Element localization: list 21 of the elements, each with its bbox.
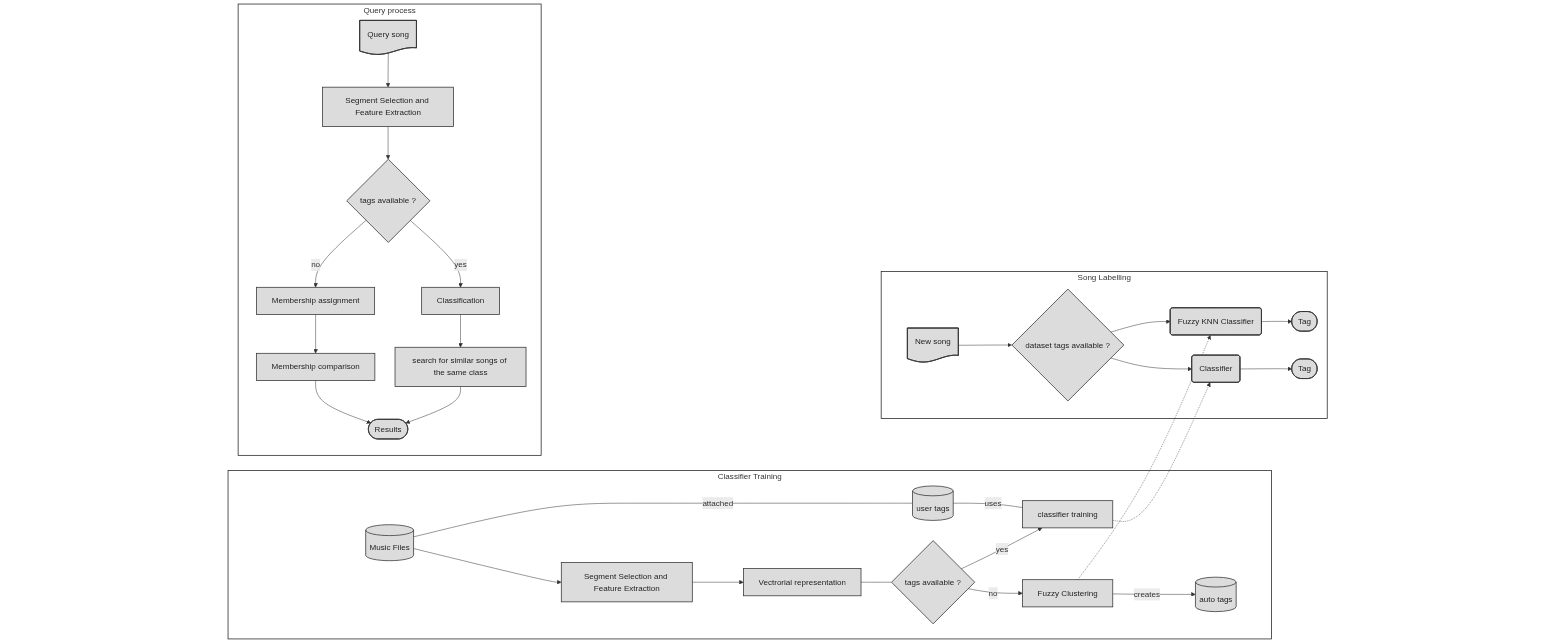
node-box: Fuzzy Clustering: [1022, 579, 1114, 608]
node-diamond: dataset tags available ?: [1011, 288, 1125, 402]
node-box: Membership assignment: [256, 286, 376, 315]
node-box: Classification: [421, 286, 501, 315]
edge-label: no: [311, 260, 321, 269]
node-box: Segment Selection and Feature Extraction: [322, 86, 455, 127]
edge-label: yes: [996, 544, 1009, 554]
edge-label: uses: [984, 498, 1002, 508]
edge-label: creates: [1134, 589, 1161, 599]
connector: [413, 502, 914, 538]
node-box: search for similar songs of the same class: [395, 346, 527, 387]
node-box: Segment Selection and Feature Extraction: [561, 562, 694, 603]
edge-label: no: [988, 588, 998, 598]
edge-label: attached: [702, 498, 734, 508]
node-box: Membership comparison: [256, 352, 376, 381]
node-box: classifier training: [1022, 500, 1114, 529]
edge-label: yes: [454, 260, 468, 269]
connector: [861, 581, 892, 583]
node-box: Vectrorial representation: [743, 568, 862, 597]
node-diamond: tags available ?: [346, 158, 431, 243]
node-diamond: tags available ?: [891, 540, 976, 625]
